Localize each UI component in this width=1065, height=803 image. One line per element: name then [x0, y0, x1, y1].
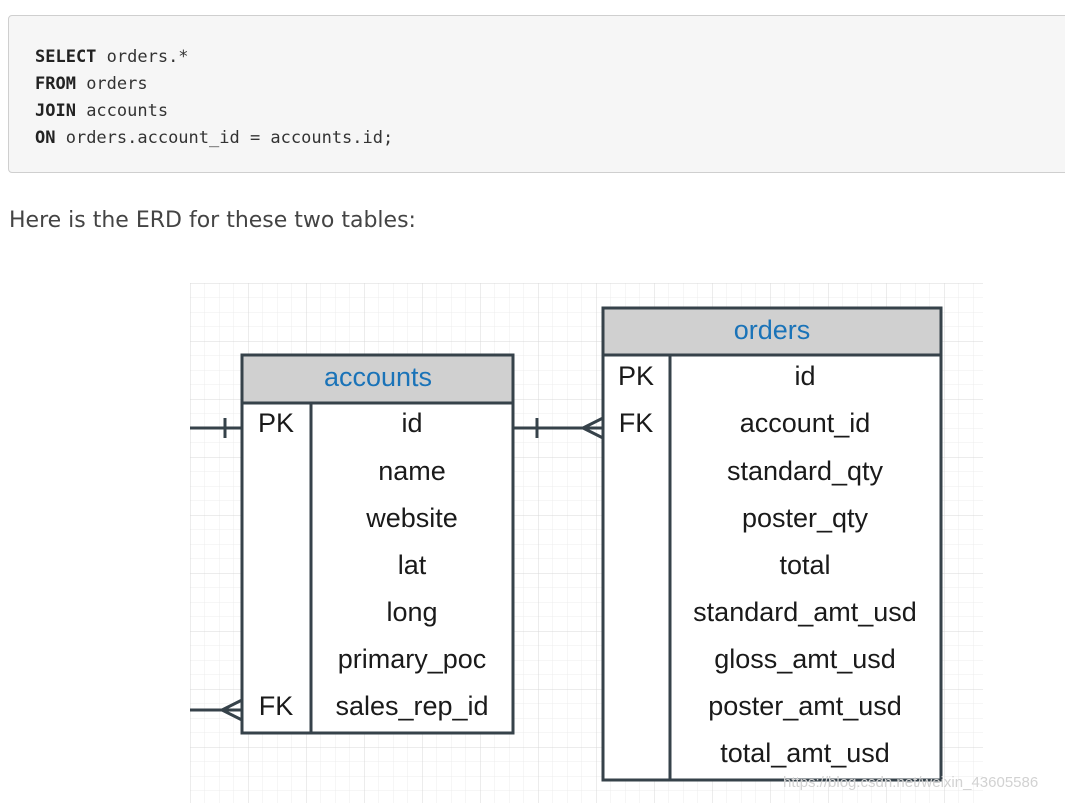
crowfoot-many-marker: [218, 698, 243, 722]
orders-table-title: orders: [734, 315, 811, 345]
relationship-accounts-orders: [513, 416, 604, 440]
accounts-table-header: [240, 353, 515, 405]
key-label: FK: [259, 691, 294, 721]
sql-keyword: FROM: [35, 74, 76, 94]
orders-table-frame: [601, 306, 943, 782]
sql-keyword: JOIN: [35, 101, 76, 121]
sql-keyword: SELECT: [35, 47, 97, 67]
crowfoot-many-marker: [579, 416, 604, 440]
code-line: FROM orders: [35, 71, 1065, 98]
column-name: name: [378, 456, 446, 486]
column-name: id: [401, 408, 422, 438]
key-label: FK: [619, 408, 654, 438]
column-name: id: [794, 361, 815, 391]
column-name: poster_qty: [742, 503, 869, 533]
relationship-stub-accounts-id: [190, 418, 242, 438]
column-name: total: [779, 550, 830, 580]
sql-code-block: SELECT orders.* FROM orders JOIN account…: [8, 15, 1065, 173]
accounts-table-title: accounts: [324, 362, 432, 392]
column-name: gloss_amt_usd: [714, 644, 896, 674]
column-name: primary_poc: [338, 644, 487, 674]
column-name: total_amt_usd: [720, 738, 890, 768]
code-line: ON orders.account_id = accounts.id;: [35, 125, 1065, 152]
sql-keyword: ON: [35, 128, 56, 148]
code-line: JOIN accounts: [35, 98, 1065, 125]
column-name: poster_amt_usd: [708, 691, 902, 721]
code-line: SELECT orders.*: [35, 44, 1065, 71]
accounts-table-frame: [240, 353, 515, 735]
column-name: long: [386, 597, 437, 627]
sql-text: orders.account_id = accounts.id;: [55, 128, 394, 148]
watermark: https://blog.csdn.net/weixin_43605586: [783, 774, 1039, 791]
column-name: website: [365, 503, 458, 533]
intro-text: Here is the ERD for these two tables:: [9, 208, 416, 233]
accounts-table: accounts PK FK id name website lat long …: [240, 353, 515, 735]
orders-table-header: [601, 306, 943, 357]
column-name: sales_rep_id: [335, 691, 488, 721]
orders-table: orders PK FK id account_id standard_qty …: [601, 306, 943, 782]
column-name: standard_qty: [727, 456, 884, 486]
key-label: PK: [258, 408, 294, 438]
key-label: PK: [618, 361, 654, 391]
sql-text: orders: [75, 74, 148, 94]
column-name: lat: [398, 550, 427, 580]
relationship-stub-sales-rep: [190, 698, 243, 722]
sql-text: orders.*: [96, 47, 189, 67]
column-name: standard_amt_usd: [693, 597, 917, 627]
column-name: account_id: [740, 408, 871, 438]
sql-text: accounts: [75, 101, 169, 121]
